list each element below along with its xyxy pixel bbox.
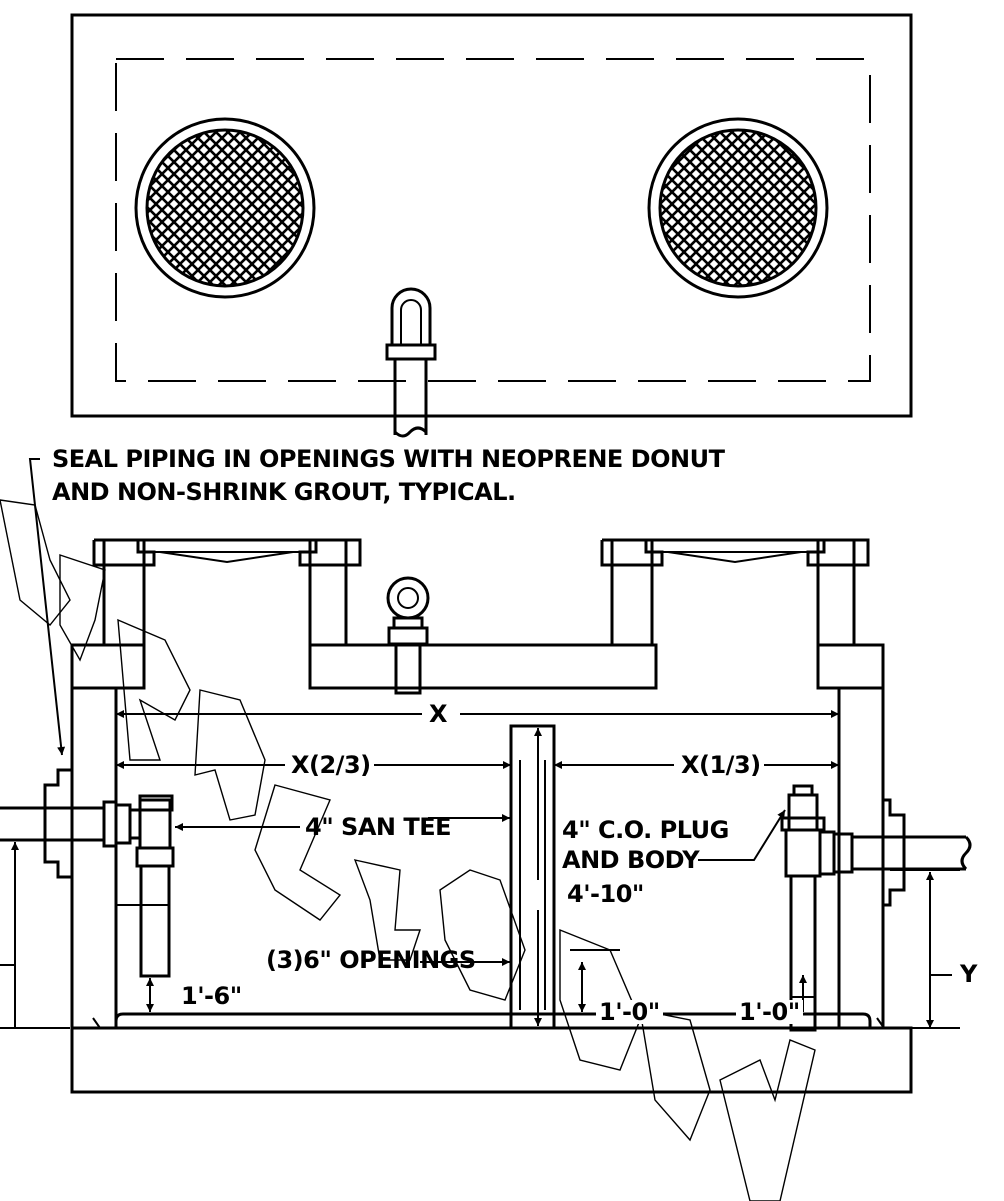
dim-x-one-third: X(1/3) <box>678 753 764 777</box>
plan-vent-pipe <box>385 287 437 438</box>
seal-note-line1: SEAL PIPING IN OPENINGS WITH NEOPRENE DO… <box>52 445 725 473</box>
plan-outline <box>70 13 913 418</box>
baffle-wall <box>509 724 556 1030</box>
seal-note-line2: AND NON-SHRINK GROUT, TYPICAL. <box>52 478 516 506</box>
san-tee-label: 4" SAN TEE <box>305 813 452 841</box>
base-slab <box>70 1026 913 1094</box>
dim-baffle-height: 4'-10" <box>564 882 647 906</box>
section-vent <box>386 576 430 695</box>
co-plug-label-line1: 4" C.O. PLUG <box>562 816 729 844</box>
plan-right-grate <box>647 117 829 299</box>
right-wall <box>837 686 885 1030</box>
dim-opening-height: 1'-0" <box>596 1000 663 1024</box>
co-plug-label-line2: AND BODY <box>562 846 700 874</box>
plan-left-grate <box>134 117 316 299</box>
left-wall <box>70 686 118 1030</box>
construction-watermark <box>0 499 816 1201</box>
dim-x-two-thirds: X(2/3) <box>288 753 374 777</box>
plan-inner-dashed <box>115 58 871 382</box>
openings-label: (3)6" OPENINGS <box>266 946 476 974</box>
inlet-pipe <box>0 768 175 978</box>
plan-view <box>70 13 913 438</box>
dim-outlet-drop: 1'-0" <box>736 1000 803 1024</box>
dim-outlet-height-y: Y <box>957 962 980 986</box>
outlet-pipe <box>780 784 972 1032</box>
dim-inlet-drop: 1'-6" <box>178 984 245 1008</box>
dim-x-total: X <box>426 702 451 726</box>
section-view <box>0 458 972 1094</box>
